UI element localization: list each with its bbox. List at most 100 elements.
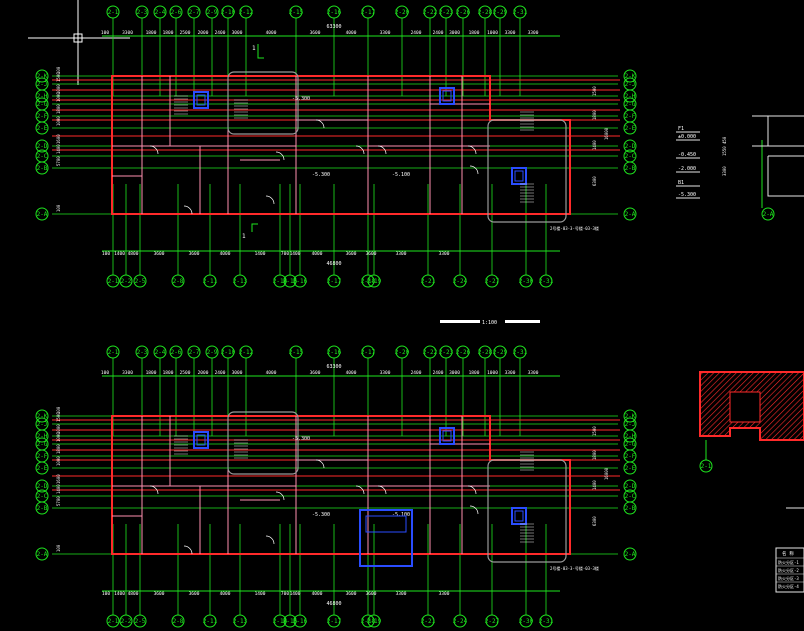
axis-bubble-circle	[233, 274, 247, 288]
door-swing	[149, 145, 159, 155]
stair-zone-outline	[227, 71, 299, 135]
elevator-box	[193, 91, 209, 109]
axis-bubble-right: 2-A	[623, 207, 637, 221]
axis-bubble-top: 2-6	[169, 5, 183, 19]
axis-bubble-circle	[106, 274, 120, 288]
axis-bubble-left: 2-K	[35, 69, 49, 83]
dimension-text: 3300	[439, 251, 450, 257]
axis-bubble-left: 2-D	[35, 479, 49, 493]
axis-bubble-label: 2-22	[423, 349, 438, 356]
elevator-box	[439, 87, 455, 105]
dimension-text: 3600	[310, 30, 321, 36]
dimension-text: 3300	[380, 30, 391, 36]
dimension-text: 1800	[56, 444, 61, 454]
axis-bubble-label: 2-15	[283, 278, 298, 285]
total-dimension: 63300	[326, 24, 341, 30]
axis-bubble-circle	[623, 121, 637, 135]
axis-bubble-circle	[478, 345, 492, 359]
axis-bubble-keyplan: 2-1	[699, 459, 713, 473]
door-swing	[467, 485, 477, 495]
axis-bubble-top: 2-15	[289, 5, 304, 19]
dimension-text: 3300	[722, 166, 727, 176]
axis-bubble-left: 2-H	[35, 429, 49, 443]
section-mark-label: 1	[242, 233, 246, 240]
total-dimension: 63300	[326, 364, 341, 370]
axis-bubble-label: 2-15	[283, 618, 298, 625]
axis-bubble-circle	[233, 614, 247, 628]
legend-header: 名 称	[782, 550, 794, 557]
axis-bubble-top: 2-1	[106, 345, 120, 359]
axis-bubble-label: 2-9	[207, 349, 218, 356]
level-label: -0.450	[678, 152, 696, 158]
axis-bubble-label: 2-27	[485, 278, 500, 285]
dimension-text: 1000	[56, 432, 61, 442]
dimension-text: 3300	[122, 370, 133, 376]
axis-bubble-top: 2-16	[327, 345, 342, 359]
axis-bubble-circle	[273, 274, 287, 288]
dimension-text: 1800	[146, 370, 157, 376]
axis-bubble-top: 2-28	[478, 5, 493, 19]
axis-bubble-right: 2-E	[623, 121, 637, 135]
dimension-text: 5700	[56, 156, 61, 166]
dimension-text: 3000	[449, 30, 460, 36]
axis-bubble-label: 2-G	[37, 101, 48, 108]
dimension-text: 100	[102, 591, 110, 597]
door-swing	[275, 491, 285, 501]
axis-bubble-label: 2-8	[173, 618, 184, 625]
axis-bubble-label: 2-H	[37, 93, 48, 100]
dimension-text: 4000	[312, 251, 323, 257]
highlight-room	[359, 509, 413, 567]
axis-bubble-label: 2-31	[539, 278, 554, 285]
stair-zone-outline	[487, 459, 567, 563]
doors	[149, 459, 479, 555]
dimension-text: 2400	[433, 370, 444, 376]
door-swing	[183, 545, 193, 555]
dimension-text: 1000	[56, 424, 61, 434]
axis-bubble-circle	[367, 614, 381, 628]
dimension-text: 3000	[449, 370, 460, 376]
axis-bubble-left: 2-A	[35, 207, 49, 221]
axis-bubble-circle	[35, 501, 49, 515]
section-detail: F1±0.000-0.450-2.000B1-5.300450155033002…	[676, 115, 804, 221]
axis-bubble-label: 2-6	[171, 349, 182, 356]
section-mark	[251, 223, 258, 232]
door-swing	[377, 145, 387, 155]
axis-bubble-circle	[35, 461, 49, 475]
axis-bubble-circle	[519, 274, 533, 288]
axis-bubble-right: 2-B	[623, 161, 637, 175]
axis-bubble-circle	[119, 614, 133, 628]
dimension-text: 1000	[56, 456, 61, 466]
axis-bubble-label: 2-J	[37, 81, 48, 88]
axis-bubble-circle	[35, 479, 49, 493]
axis-bubble-bottom: 2-2	[119, 614, 133, 628]
axis-bubble-label: 2-7	[189, 349, 200, 356]
axis-bubble-bottom: 2-8	[171, 274, 185, 288]
dimension-text: 2400	[411, 370, 422, 376]
axis-bubble-circle	[623, 161, 637, 175]
elevation-label: -5.300	[292, 96, 310, 102]
axis-bubble-right: 2-K	[623, 69, 637, 83]
axis-bubble-label: 2-11	[203, 278, 218, 285]
outer-wall	[111, 75, 571, 215]
elevation-label: -5.300	[312, 172, 330, 178]
stair-flight	[520, 523, 534, 543]
axis-bubble-top: 2-22	[423, 345, 438, 359]
axis-bubble-top: 2-10	[221, 345, 236, 359]
axis-bubble-circle	[456, 5, 470, 19]
dimension-text: 1800	[469, 30, 480, 36]
axis-bubble-left: 2-A	[35, 547, 49, 561]
axis-bubble-bottom: 2-2	[119, 274, 133, 288]
axis-bubble-label: 2-11	[203, 618, 218, 625]
dimension-text: 1400	[114, 251, 125, 257]
dimension-text: 100	[101, 30, 109, 36]
stair-zone-outline	[487, 119, 567, 223]
axis-bubble-label: 2-30	[519, 278, 534, 285]
dimension-text: 3600	[189, 591, 200, 597]
stair-flight	[520, 183, 534, 203]
dimension-text: 3300	[528, 30, 539, 36]
axis-bubble-bottom: 2-16	[293, 614, 308, 628]
axis-bubble-bottom: 2-30	[519, 614, 534, 628]
axis-bubble-top: 2-17	[361, 5, 376, 19]
axis-bubble-left: 2-B	[35, 161, 49, 175]
